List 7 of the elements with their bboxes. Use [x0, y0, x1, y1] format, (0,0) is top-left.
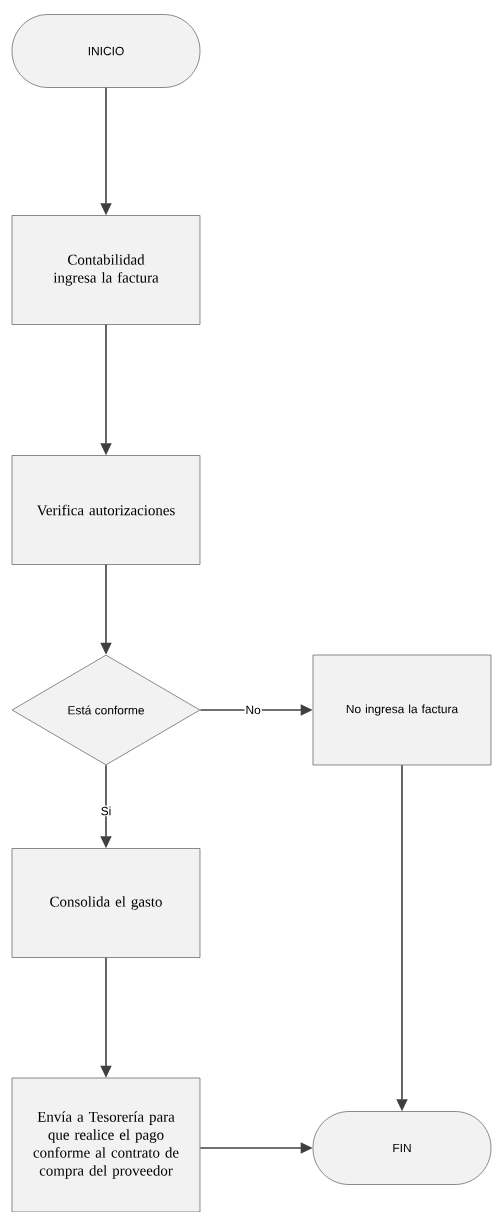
- process-box: No ingresa la factura: [312, 654, 492, 766]
- process-box: Envía a Tesorería para que realice el pago conforme al contrato de compra del proveedor: [11, 1077, 201, 1212]
- process-box: Consolida el gasto: [11, 848, 201, 958]
- edge-label: Si: [99, 805, 113, 817]
- process-box: Verifica autorizaciones: [11, 455, 201, 565]
- edge-label: No: [244, 704, 262, 716]
- process-box: Contabilidad ingresa la factura: [11, 215, 201, 325]
